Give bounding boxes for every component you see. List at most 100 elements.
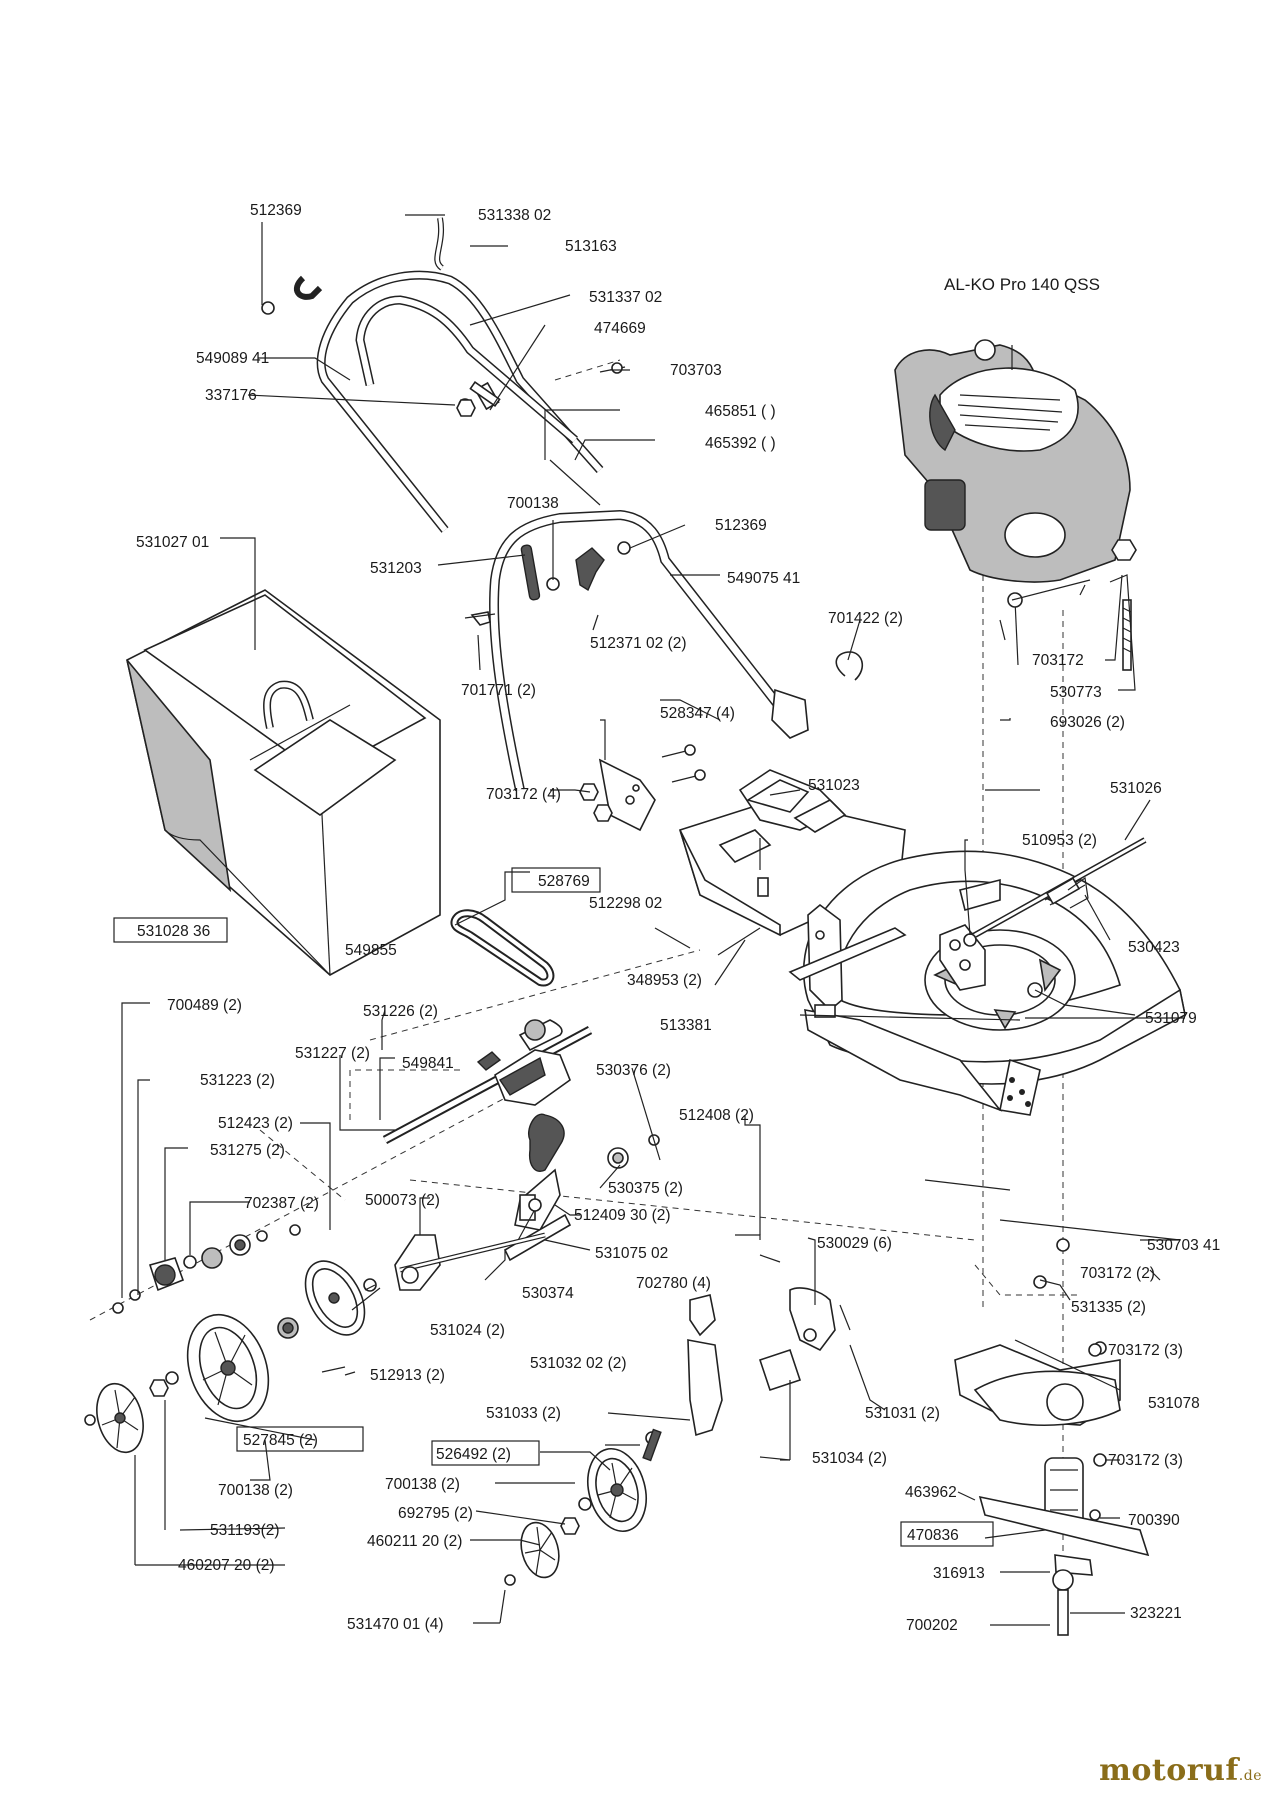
part-label: 316913	[933, 1565, 985, 1582]
part-label: 692795 (2)	[398, 1505, 473, 1522]
engine-bolts	[1007, 539, 1137, 671]
part-label: 531034 (2)	[812, 1450, 887, 1467]
drive-lever	[503, 1113, 660, 1262]
part-label: 549075 41	[727, 570, 800, 587]
part-label: 549855	[345, 942, 397, 959]
drive-belt	[450, 909, 555, 987]
part-label: 513163	[565, 238, 617, 255]
part-label: 510953 (2)	[1022, 832, 1097, 849]
brand-name: motoruf	[1099, 1753, 1239, 1788]
grass-catcher	[126, 589, 441, 976]
part-label: 530376 (2)	[596, 1062, 671, 1079]
part-label: 531193(2)	[210, 1522, 280, 1539]
part-label: 470836	[907, 1527, 959, 1544]
part-label: 693026 (2)	[1050, 714, 1125, 731]
part-label: 531078	[1148, 1395, 1200, 1412]
part-label: 474669	[594, 320, 646, 337]
part-label: 465851 ( )	[705, 403, 776, 420]
part-label: 531026	[1110, 780, 1162, 797]
part-label: 702387 (2)	[244, 1195, 319, 1212]
part-label: 531226 (2)	[363, 1003, 438, 1020]
part-label: 512369	[250, 202, 302, 219]
part-label: 512409 30 (2)	[574, 1207, 671, 1224]
lever-shaft	[394, 1232, 546, 1291]
part-label: 703172 (3)	[1108, 1342, 1183, 1359]
part-label: 703172	[1032, 652, 1084, 669]
brand-suffix: .de	[1238, 1768, 1262, 1784]
part-label: 700138 (2)	[218, 1482, 293, 1499]
part-label: 528347 (4)	[660, 705, 735, 722]
part-label: 703703	[670, 362, 722, 379]
part-label: 512298 02	[589, 895, 662, 912]
part-label: 530375 (2)	[608, 1180, 683, 1197]
engine-model-label: AL-KO Pro 140 QSS	[944, 275, 1100, 294]
lower-handle	[456, 362, 864, 832]
part-label: 531024 (2)	[430, 1322, 505, 1339]
part-label: 700202	[906, 1617, 958, 1634]
part-label: 530773	[1050, 684, 1102, 701]
part-label: 703172 (2)	[1080, 1265, 1155, 1282]
part-label: 526492 (2)	[436, 1446, 511, 1463]
part-label: 500073 (2)	[365, 1192, 440, 1209]
engine	[894, 339, 1131, 583]
part-label: 531075 02	[595, 1245, 668, 1262]
front-axle-assembly	[642, 1287, 836, 1462]
part-label: 323221	[1130, 1605, 1182, 1622]
part-label: 703172 (3)	[1108, 1452, 1183, 1469]
part-label: 701422 (2)	[828, 610, 903, 627]
part-label: 531028 36	[137, 923, 210, 940]
part-label: 700138	[507, 495, 559, 512]
part-label: 531335 (2)	[1071, 1299, 1146, 1316]
rear-wheel-assembly	[84, 1224, 377, 1454]
part-label: 549089 41	[196, 350, 269, 367]
part-label: 512423 (2)	[218, 1115, 293, 1132]
part-label: 512371 02 (2)	[590, 635, 687, 652]
part-label: 701771 (2)	[461, 682, 536, 699]
part-label: 700138 (2)	[385, 1476, 460, 1493]
part-label: 460207 20 (2)	[178, 1557, 275, 1574]
part-label: 531027 01	[136, 534, 209, 551]
brand-logo: motoruf.de	[1099, 1753, 1262, 1788]
part-label: 549841	[402, 1055, 454, 1072]
part-label: 513381	[660, 1017, 712, 1034]
part-label: 531223 (2)	[200, 1072, 275, 1089]
part-label: 700489 (2)	[167, 997, 242, 1014]
part-label: 531031 (2)	[865, 1405, 940, 1422]
part-label: 530374	[522, 1285, 574, 1302]
part-label: 531337 02	[589, 289, 662, 306]
handle-frame	[316, 270, 604, 533]
label-boxes	[113, 867, 994, 1547]
part-label: 531079	[1145, 1010, 1197, 1027]
part-label: 337176	[205, 387, 257, 404]
part-label: 348953 (2)	[627, 972, 702, 989]
part-label: 531033 (2)	[486, 1405, 561, 1422]
part-label: 531032 02 (2)	[530, 1355, 627, 1372]
part-label: 530703 41	[1147, 1237, 1220, 1254]
front-wheel-assembly	[504, 1447, 647, 1586]
part-label: 530029 (6)	[817, 1235, 892, 1252]
part-label: 463962	[905, 1484, 957, 1501]
leader-lines	[121, 214, 1185, 1626]
part-label: 512369	[715, 517, 767, 534]
part-label: 465392 ( )	[705, 435, 776, 452]
part-label: 527845 (2)	[243, 1432, 318, 1449]
part-label: 531338 02	[478, 207, 551, 224]
blade-assembly	[954, 1238, 1150, 1636]
part-label: 512913 (2)	[370, 1367, 445, 1384]
deflector-bar	[788, 927, 907, 981]
part-label: 531203	[370, 560, 422, 577]
part-label: 531023	[808, 777, 860, 794]
part-label: 703172 (4)	[486, 786, 561, 803]
part-label: 531275 (2)	[210, 1142, 285, 1159]
part-label: 700390	[1128, 1512, 1180, 1529]
part-label: 528769	[538, 873, 590, 890]
part-label: 702780 (4)	[636, 1275, 711, 1292]
part-label: 460211 20 (2)	[367, 1533, 462, 1550]
part-labels: AL-KO Pro 140 QSS 512369 531338 02 51316…	[136, 202, 1220, 1634]
gearbox	[382, 1019, 593, 1144]
part-label: 512408 (2)	[679, 1107, 754, 1124]
part-label: 531227 (2)	[295, 1045, 370, 1062]
part-label: 531470 01 (4)	[347, 1616, 444, 1633]
part-label: 530423	[1128, 939, 1180, 956]
